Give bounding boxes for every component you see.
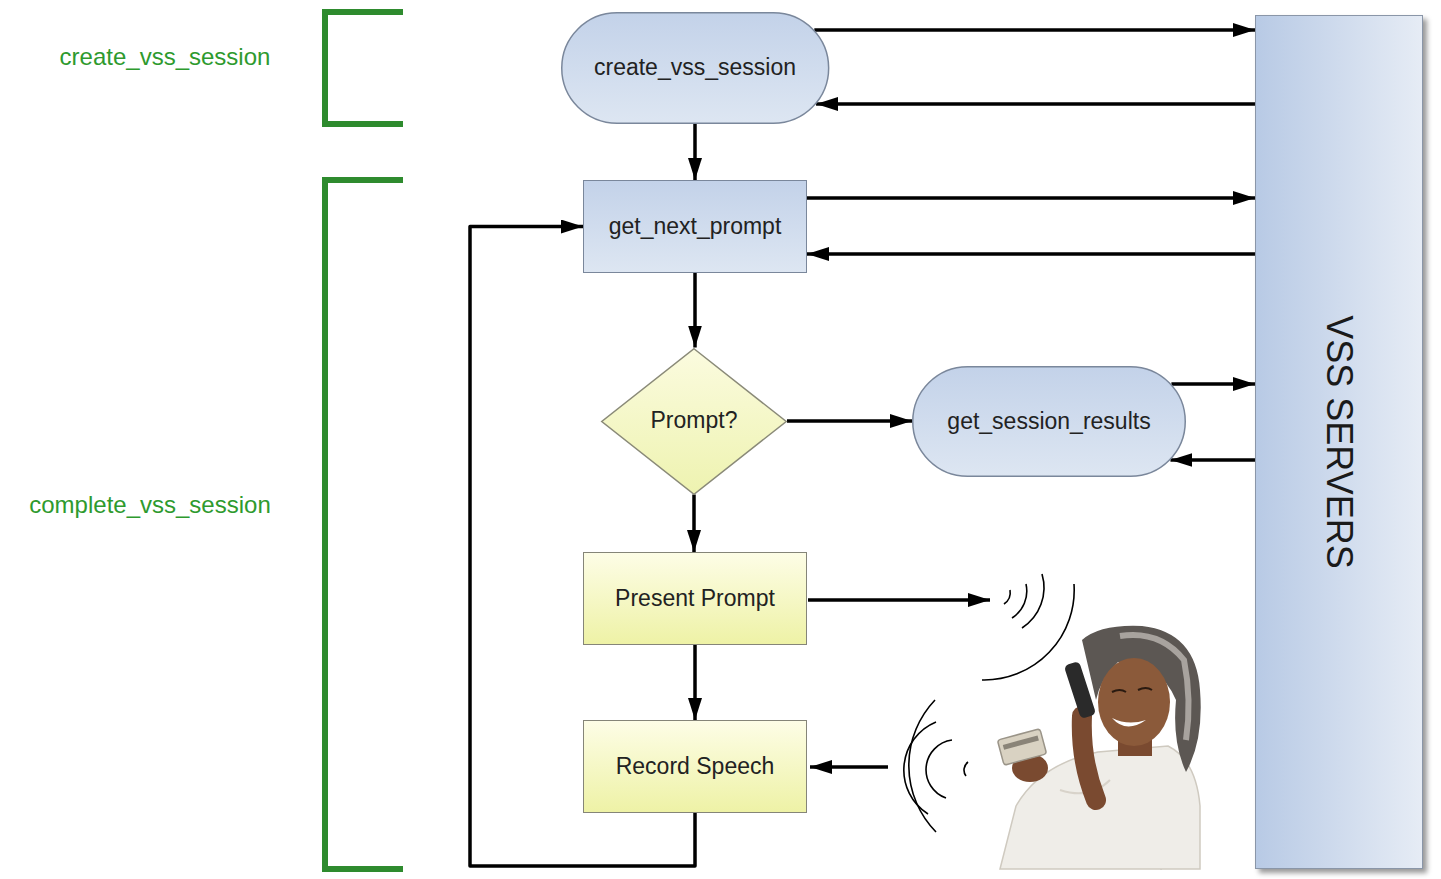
pill-shape xyxy=(562,13,829,124)
group-label-holder: complete_vss_session xyxy=(29,491,270,520)
node-label: get_next_prompt xyxy=(609,213,782,241)
diamond-shape xyxy=(602,348,787,494)
flow-arrow xyxy=(814,28,1255,32)
flow-arrow xyxy=(693,124,697,180)
group-label-holder: create_vss_session xyxy=(60,43,271,72)
pill-shape xyxy=(913,367,1186,477)
flow-arrow xyxy=(1171,382,1255,386)
process-box: get_next_prompt xyxy=(583,180,807,273)
flow-arrow xyxy=(807,252,1255,256)
sound-arrow xyxy=(810,765,888,769)
node-label: Record Speech xyxy=(616,753,775,781)
sound-arrow xyxy=(808,598,990,602)
flow-arrow xyxy=(1170,458,1255,462)
flow-arrow xyxy=(693,645,697,720)
decision-diamond: Prompt? xyxy=(601,348,787,495)
server-label: VSS SERVERS xyxy=(1317,315,1360,568)
process-box: Record Speech xyxy=(583,720,807,813)
server-band: VSS SERVERS xyxy=(1255,15,1423,869)
flow-arrow xyxy=(692,495,696,553)
node-label: create_vss_session xyxy=(594,54,796,82)
node-label: Present Prompt xyxy=(615,585,775,613)
group-label: complete_vss_session xyxy=(29,491,270,518)
node-label: Prompt? xyxy=(651,407,738,435)
caller-illustration xyxy=(997,626,1200,869)
node-label: get_session_results xyxy=(947,408,1150,436)
group-bracket xyxy=(325,180,403,869)
sound-waves xyxy=(904,700,968,832)
flow-arrow xyxy=(807,196,1255,200)
terminal-pill: get_session_results xyxy=(912,366,1186,477)
group-bracket xyxy=(325,12,403,124)
group-label: create_vss_session xyxy=(60,43,271,70)
flow-arrow xyxy=(787,419,912,423)
flow-arrow xyxy=(816,102,1255,106)
process-box: Present Prompt xyxy=(583,552,807,645)
flow-arrow xyxy=(693,273,697,348)
sound-waves xyxy=(982,574,1074,680)
terminal-pill: create_vss_session xyxy=(561,12,829,124)
